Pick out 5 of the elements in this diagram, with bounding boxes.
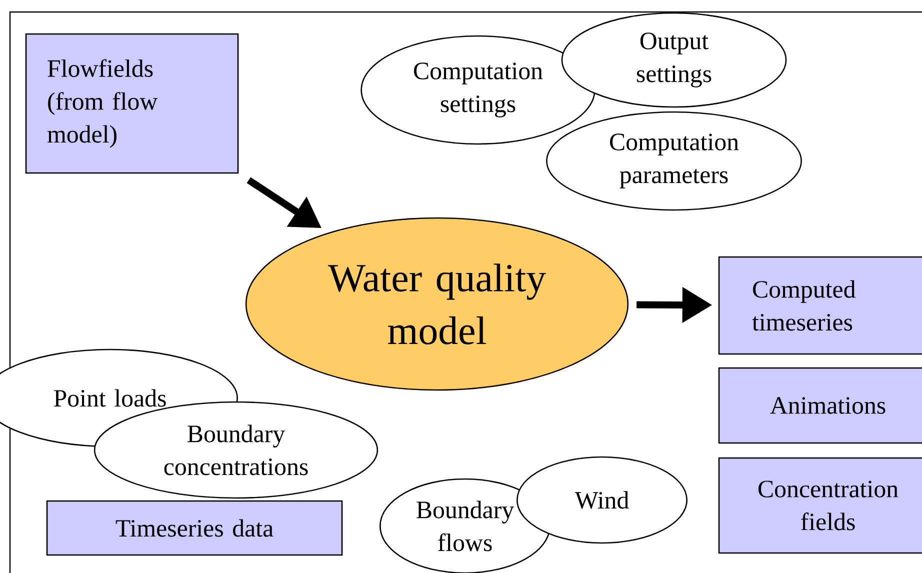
output-box: Animations — [718, 367, 922, 444]
output-box: Concentration fields — [718, 457, 922, 554]
input-box: Flowfields (from flow model) — [25, 33, 239, 174]
input-box: Timeseries data — [46, 500, 343, 556]
output-box: Computed timeseries — [718, 256, 922, 355]
